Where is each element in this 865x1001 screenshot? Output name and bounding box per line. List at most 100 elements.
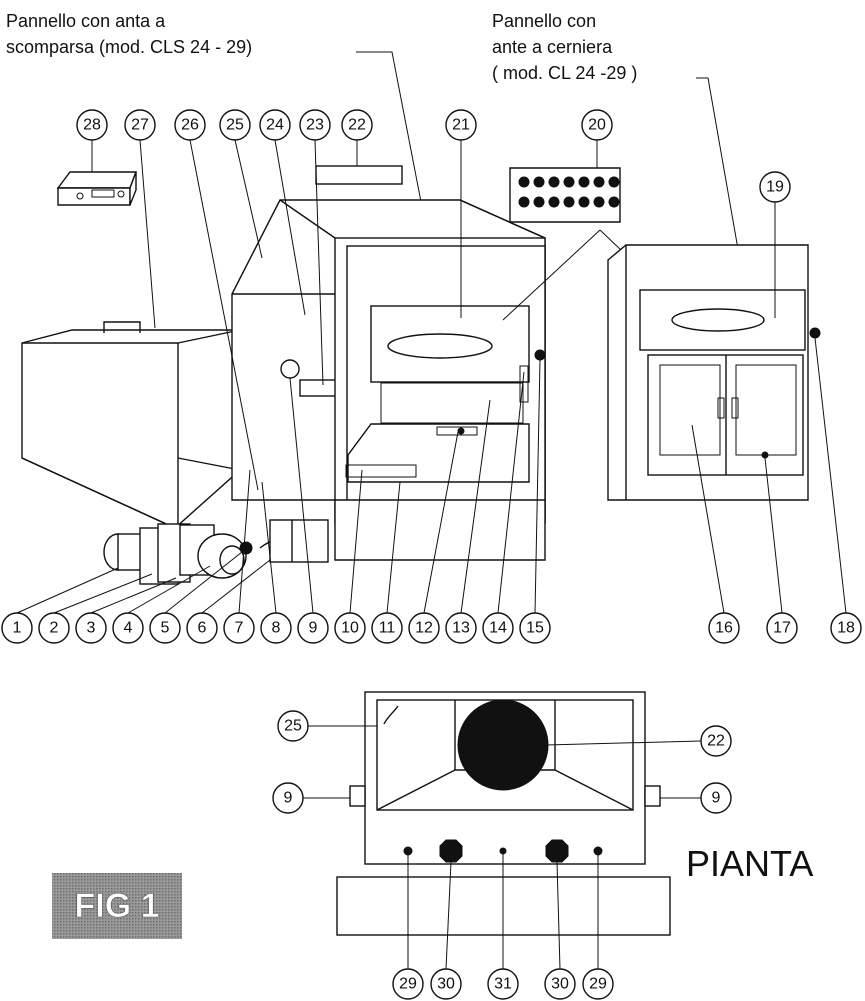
caption-hinged-panel: Pannello con ante a cerniera ( mod. CL 2… [492,11,743,273]
svg-text:9: 9 [712,790,721,807]
callout-16: 16 [691,424,740,644]
callout-6: 6 [186,559,271,644]
callout-8: 8 [260,481,292,644]
callout-10: 10 [334,469,366,644]
svg-text:2: 2 [50,620,59,637]
svg-text:11: 11 [379,620,396,637]
panel-window [387,333,493,359]
sensor-cable [383,705,399,725]
callout-24: 24 [259,109,306,316]
svg-text:29: 29 [399,976,417,993]
svg-text:31: 31 [494,976,512,993]
svg-text:9: 9 [309,620,318,637]
svg-text:16: 16 [715,620,733,637]
figure-label: FIG 1 [74,887,159,925]
callout-9: 9 [289,377,329,644]
svg-text:6: 6 [198,620,207,637]
svg-text:12: 12 [415,620,433,637]
plan-callout-29-right: 29 [582,855,614,1000]
hinged-panel-drawing [607,244,821,501]
callout-12: 12 [408,431,459,644]
caption-hinged-line-3: ( mod. CL 24 -29 ) [492,63,637,83]
svg-text:9: 9 [284,790,293,807]
svg-text:28: 28 [83,117,101,134]
plan-callout-30-right: 30 [544,861,576,1000]
leader-hinged-panel [696,77,743,273]
fitting-right [545,839,569,863]
callout-3: 3 [75,577,177,644]
svg-text:22: 22 [707,733,725,750]
pellet-hopper-drawing [21,321,241,529]
svg-text:7: 7 [235,620,244,637]
fitting-left [439,839,463,863]
svg-text:25: 25 [284,718,302,735]
flue-collar [315,165,403,185]
callout-27: 27 [124,109,156,329]
svg-text:22: 22 [348,117,366,134]
boiler-body-drawing [231,165,546,561]
svg-text:30: 30 [437,976,455,993]
callout-2: 2 [38,573,153,644]
hopper-handle [103,321,141,333]
svg-text:1: 1 [13,620,22,637]
svg-text:25: 25 [226,117,244,134]
callout-1: 1 [1,567,119,644]
svg-text:27: 27 [131,117,149,134]
callout-23: 23 [299,109,331,386]
callout-17: 17 [764,457,798,644]
plan-callout-25: 25 [277,710,377,742]
callout-11: 11 [371,481,403,644]
svg-text:18: 18 [837,620,855,637]
caption-sliding-line-2: scomparsa (mod. CLS 24 - 29) [6,37,252,57]
svg-text:17: 17 [773,620,791,637]
spare-panel-drawing [502,167,688,321]
svg-text:5: 5 [161,620,170,637]
svg-text:29: 29 [589,976,607,993]
plan-callout-22: 22 [545,725,732,757]
callout-28: 28 [76,109,108,172]
callouts-plan: 25 22 9 9 29 30 31 30 29 [272,710,732,1000]
control-panel-drawing [56,171,138,206]
callouts-bottom: 1 2 3 4 5 6 7 8 9 10 11 12 13 14 15 16 1… [1,337,862,644]
callout-7: 7 [223,469,255,644]
plan-callout-30-left: 30 [430,861,462,1000]
svg-text:4: 4 [124,620,133,637]
svg-text:24: 24 [266,117,284,134]
callout-25: 25 [219,109,263,259]
svg-text:15: 15 [526,620,544,637]
svg-text:20: 20 [588,117,606,134]
caption-sliding-panel: Pannello con anta a scomparsa (mod. CLS … [6,11,441,301]
flue-outlet [280,359,300,379]
burner-assembly-drawing [103,359,329,585]
callout-5: 5 [149,551,243,644]
callout-21: 21 [445,109,477,318]
plan-view-drawing [336,691,671,936]
callout-22: 22 [341,109,373,166]
caption-hinged-line-1: Pannello con [492,11,596,31]
svg-text:21: 21 [452,117,470,134]
svg-text:3: 3 [87,620,96,637]
callouts-top: 28 27 26 25 24 23 22 21 20 19 [76,109,791,491]
svg-text:10: 10 [341,620,359,637]
svg-text:19: 19 [766,179,784,196]
svg-text:26: 26 [181,117,199,134]
callout-18: 18 [814,337,862,644]
caption-hinged-line-2: ante a cerniera [492,37,613,57]
callout-14: 14 [482,371,525,644]
callout-26: 26 [174,109,259,491]
callout-4: 4 [112,565,211,644]
caption-sliding-line-1: Pannello con anta a [6,11,166,31]
svg-text:23: 23 [306,117,324,134]
callout-19: 19 [759,171,791,318]
plan-callout-9-right: 9 [660,782,732,814]
plan-title: PIANTA [686,843,813,884]
plan-callout-31: 31 [487,854,519,1000]
dot-grid [518,176,620,208]
svg-text:13: 13 [452,620,470,637]
svg-text:8: 8 [272,620,281,637]
callout-15: 15 [519,359,551,644]
callout-13: 13 [445,399,491,644]
figure-badge: FIG 1 [52,873,182,939]
svg-text:14: 14 [489,620,507,637]
